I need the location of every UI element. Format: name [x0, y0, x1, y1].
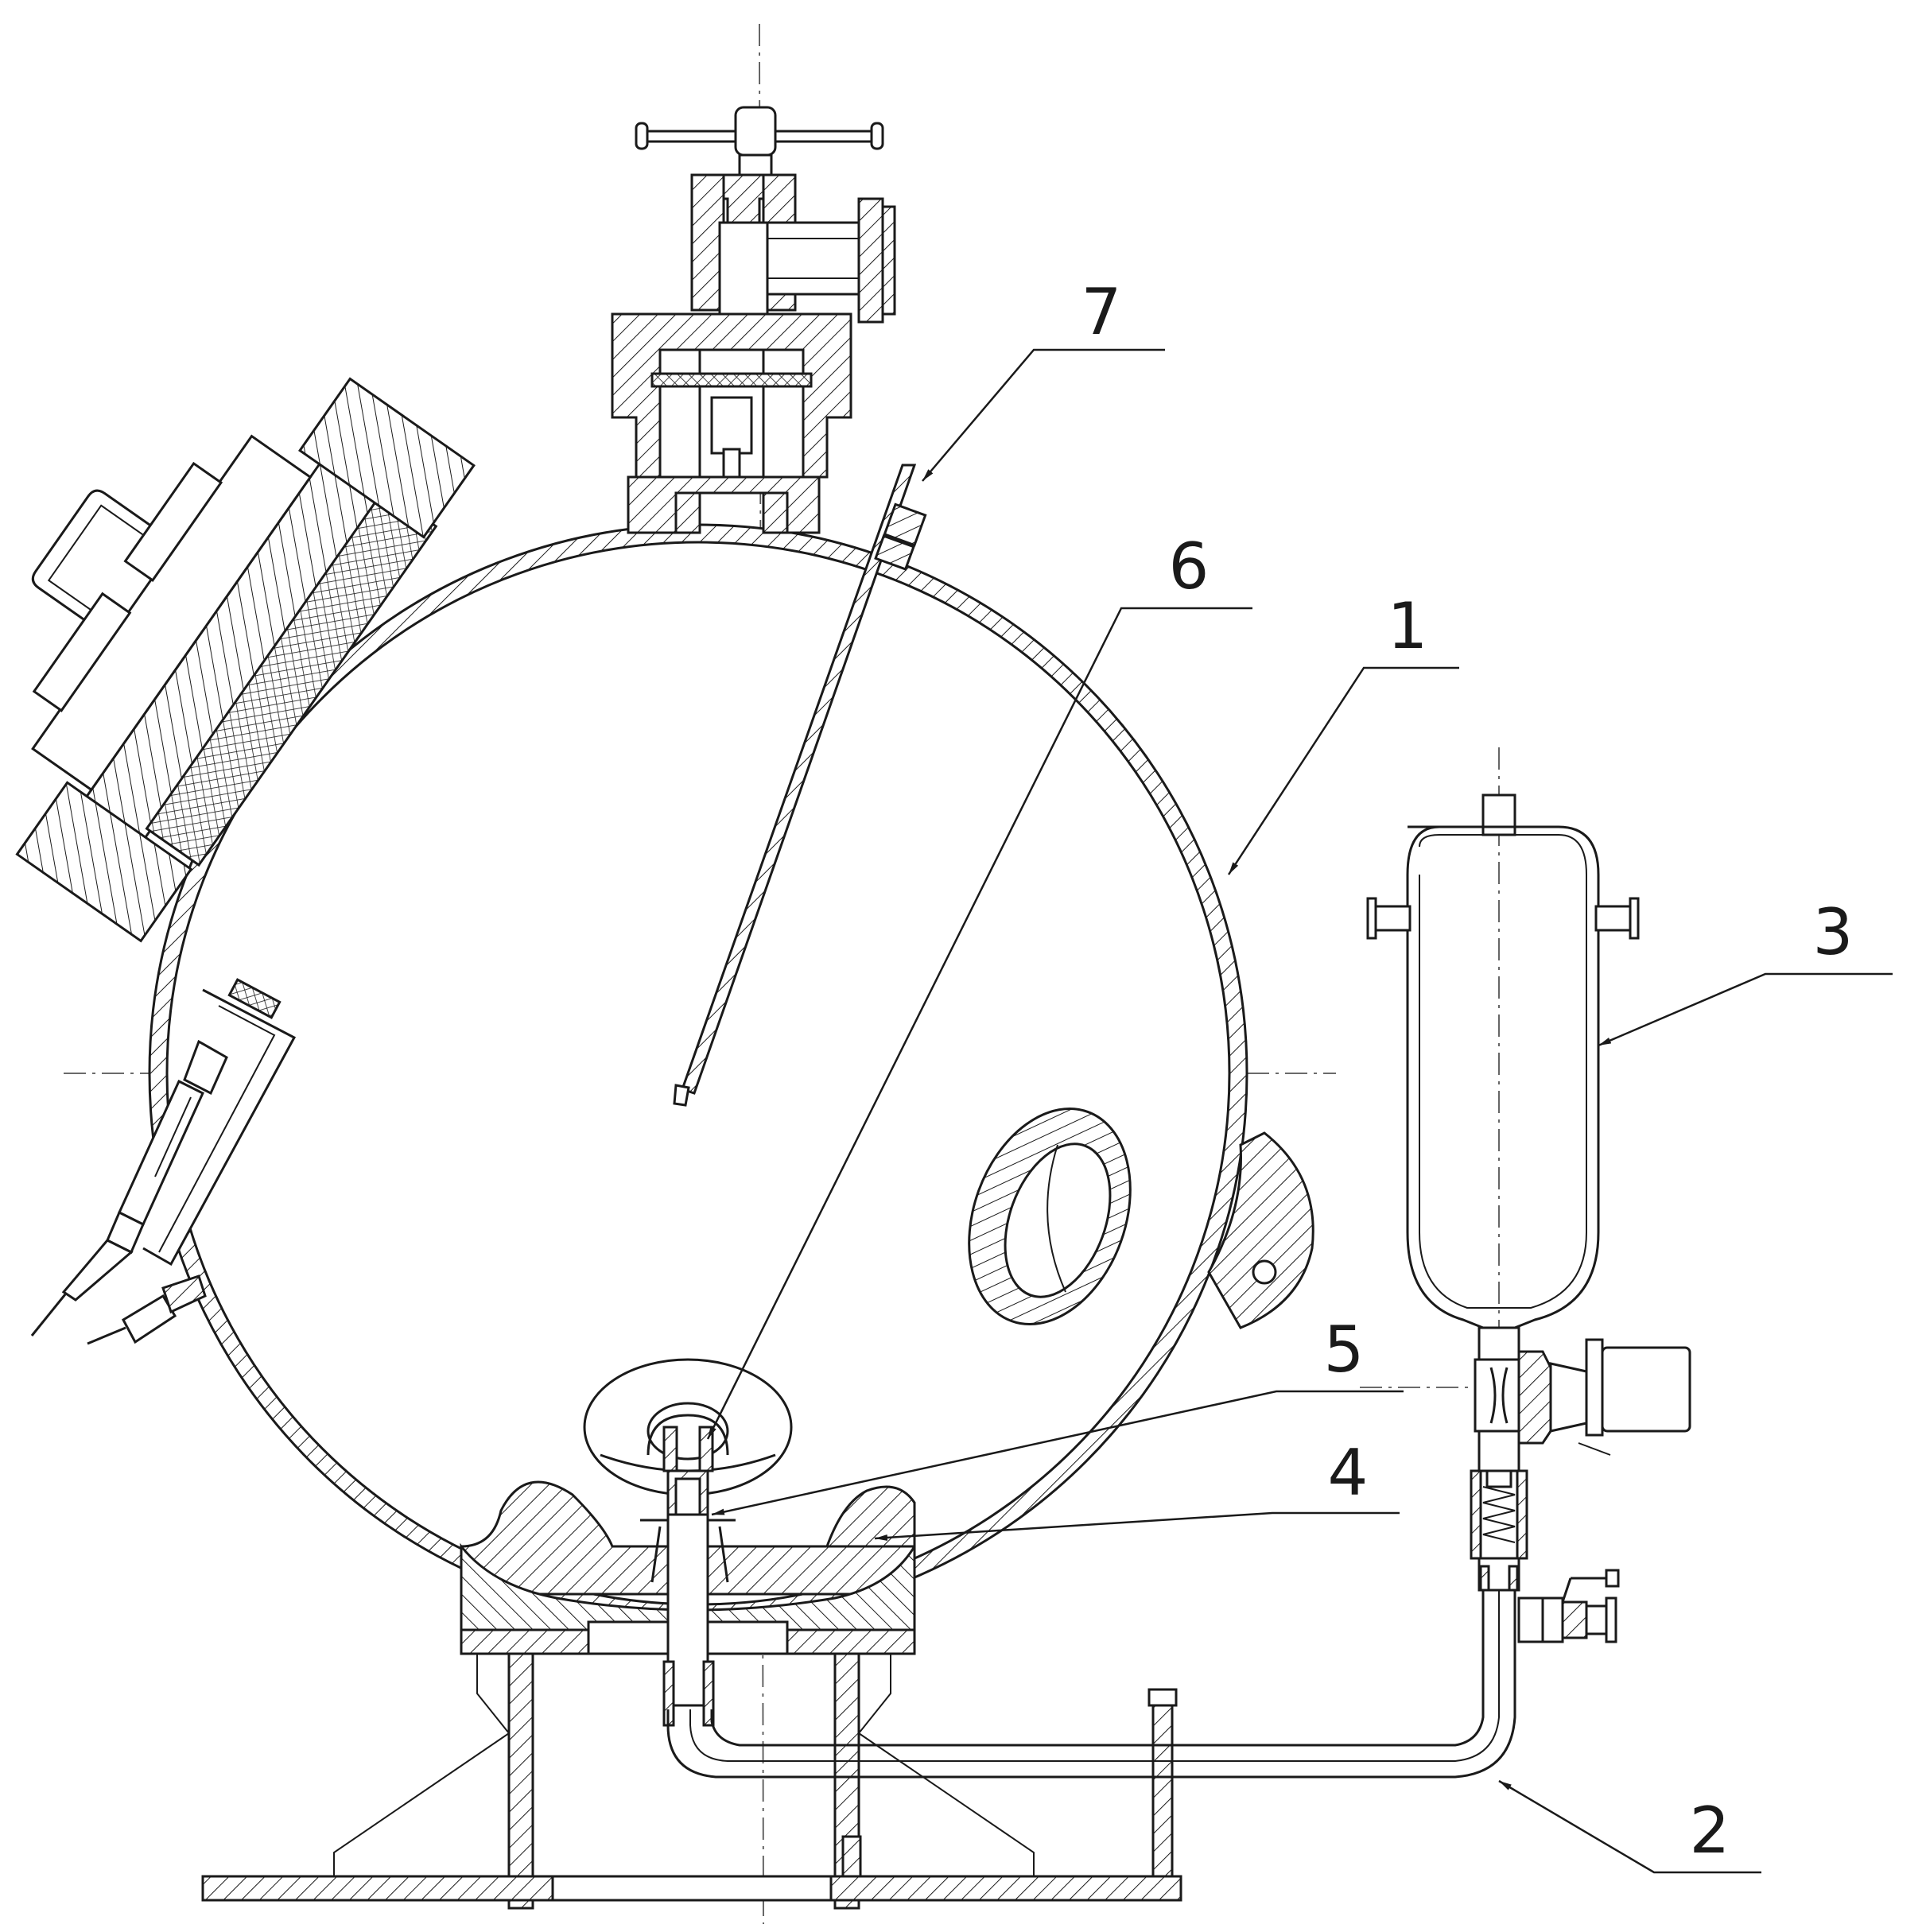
reservoir-tank: [1366, 793, 1640, 1329]
connecting-pipe: [666, 1586, 1516, 1779]
callout-3: 3: [1813, 895, 1854, 969]
callout-2: 2: [1690, 1794, 1730, 1868]
door-assembly: [15, 377, 476, 943]
callout-labels: 7 6 1 3 5 4 2: [1081, 275, 1854, 1868]
leader-lines: [706, 348, 1893, 1874]
callout-6: 6: [1169, 530, 1210, 603]
sensor-housing: [30, 978, 297, 1345]
base-support: [201, 1480, 1182, 1910]
top-valve: [611, 106, 896, 534]
callout-4: 4: [1328, 1436, 1369, 1510]
callout-1: 1: [1388, 589, 1428, 663]
callout-7: 7: [1081, 275, 1122, 349]
callout-5: 5: [1324, 1313, 1365, 1387]
nozzle-assembly: [583, 1358, 793, 1727]
tank-valves: [1470, 1326, 1691, 1643]
viewing-port: [968, 1107, 1132, 1326]
side-lug: [1207, 1131, 1314, 1329]
internal-rod: [673, 464, 927, 1107]
